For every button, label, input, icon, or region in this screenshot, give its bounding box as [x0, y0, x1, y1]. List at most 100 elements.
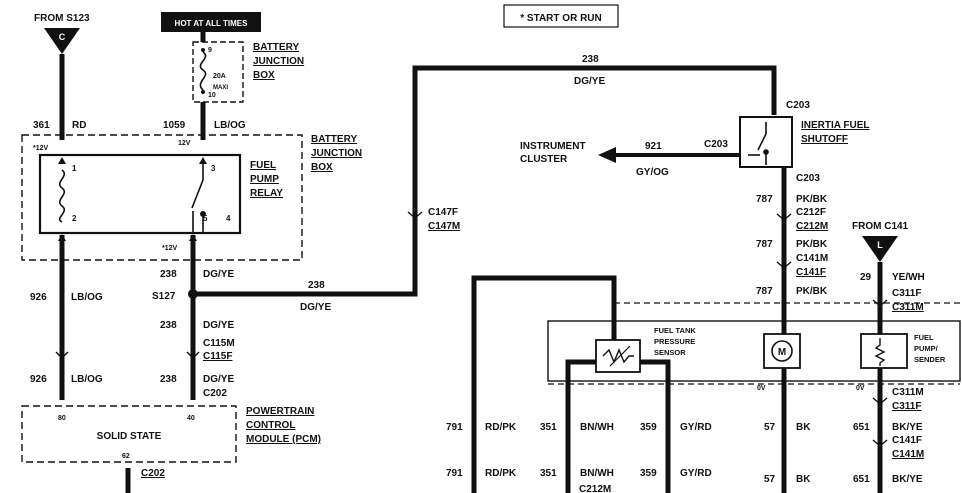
- wire-926-label-1: 926: [30, 292, 47, 303]
- wire-361-label: 361: [33, 120, 50, 131]
- relay-arrow-4: [189, 234, 197, 241]
- connector-c115f: C115F: [203, 351, 232, 362]
- fuse-type: MAXI: [213, 85, 228, 91]
- connector-c202-bottom: C202: [141, 468, 165, 479]
- pcm-pin-40: 40: [187, 415, 195, 422]
- relay-arrow-2: [58, 234, 66, 241]
- wire-238-label-4: 238: [308, 280, 325, 291]
- motor-icon: [771, 340, 793, 362]
- wire-238-label-3: 238: [160, 374, 177, 385]
- fuse-box-name-1: BATTERY: [253, 42, 299, 53]
- relay-pin-5: 5: [203, 214, 208, 223]
- wire-bk-ye-label-1: BK/YE: [892, 422, 923, 433]
- fuse-box-name-3: BOX: [253, 70, 275, 81]
- wire-787-label-2: 787: [756, 239, 773, 250]
- relay-pin-1: 1: [72, 164, 77, 173]
- inertia-switch-icon: [748, 122, 769, 165]
- sender-icon: [874, 338, 886, 366]
- wire-1059-label: 1059: [163, 120, 186, 131]
- connector-l-letter: L: [877, 240, 883, 250]
- wire-29-label: 29: [860, 272, 872, 283]
- wire-359-label-2: 359: [640, 468, 657, 479]
- wire-pk-bk-label-3: PK/BK: [796, 286, 828, 297]
- sensor-name-2: PRESSURE: [654, 337, 695, 346]
- wire-bn-wh-label-2: BN/WH: [580, 468, 614, 479]
- relay-coil-icon: [58, 169, 66, 223]
- wire-791-label-1: 791: [446, 422, 463, 433]
- connector-c-triangle: [44, 28, 80, 54]
- inertia-name-2: SHUTOFF: [801, 134, 848, 145]
- wire-dg-ye-label-1: DG/YE: [203, 269, 234, 280]
- connector-c-letter: C: [59, 32, 66, 42]
- wire-351-label-1: 351: [540, 422, 557, 433]
- inertia-name-1: INERTIA FUEL: [801, 120, 870, 131]
- wire-dg-ye-label-3: DG/YE: [203, 374, 234, 385]
- from-c141-label: FROM C141: [852, 221, 909, 232]
- wire-bn-wh-label-1: BN/WH: [580, 422, 614, 433]
- sender-box: [860, 333, 908, 369]
- cluster-name-2: CLUSTER: [520, 154, 568, 165]
- relay-pin-2: 2: [72, 214, 77, 223]
- junction-box-name-3: BOX: [311, 162, 333, 173]
- wire-bk-label-2: BK: [796, 474, 811, 485]
- relay-name-2: PUMP: [250, 174, 279, 185]
- relay-name-3: RELAY: [250, 188, 283, 199]
- wire-57-label-1: 57: [764, 422, 776, 433]
- wire-651-label-2: 651: [853, 474, 870, 485]
- wire-gy-og-label: GY/OG: [636, 167, 669, 178]
- fuse-box-name-2: JUNCTION: [253, 56, 304, 67]
- fuse-pin-10-dot: [201, 90, 205, 94]
- cluster-arrow-icon: [598, 147, 616, 163]
- fuel-pump-relay-box: [38, 153, 242, 235]
- pcm-box: [21, 405, 237, 463]
- motor-letter: M: [778, 347, 786, 358]
- wire-gy-rd-label-2: GY/RD: [680, 468, 712, 479]
- wire-rd-pk-label-1: RD/PK: [485, 422, 517, 433]
- bottom-wire-labels-row-2: 791 RD/PK 351 BN/WH 359 GY/RD 57 BK 651 …: [446, 468, 923, 485]
- fuse-rating: 20A: [213, 73, 226, 80]
- wire-787-label-1: 787: [756, 194, 773, 205]
- wire-ye-wh-label: YE/WH: [892, 272, 925, 283]
- wire-359-label-1: 359: [640, 422, 657, 433]
- wire-dg-ye-label-2: DG/YE: [203, 320, 234, 331]
- relay-arrow-3: [199, 157, 207, 164]
- wire-651-label-1: 651: [853, 422, 870, 433]
- wire-bk-ye-label-2: BK/YE: [892, 474, 923, 485]
- connector-c311m-top: C311M: [892, 302, 924, 313]
- wire-787-label-3: 787: [756, 286, 773, 297]
- wire-57-label-2: 57: [764, 474, 776, 485]
- connector-c212m-right: C212M: [796, 221, 828, 232]
- wire-gy-rd-label-1: GY/RD: [680, 422, 712, 433]
- pcm-name-1: POWERTRAIN: [246, 406, 314, 417]
- voltage-0v-sender: 0V: [856, 385, 865, 392]
- hot-at-all-times-badge: [161, 12, 261, 32]
- fuse-box-outline: [192, 41, 244, 103]
- splice-s127-dot: [188, 289, 198, 299]
- fuse-pin-9: 9: [208, 47, 212, 54]
- connector-c147m: C147M: [428, 221, 460, 232]
- wire-lb-og-label-2: LB/OG: [71, 374, 103, 385]
- junction-box-name-2: JUNCTION: [311, 148, 362, 159]
- pressure-sensor-icon: [602, 348, 634, 364]
- wire-dg-ye-label-4: DG/YE: [300, 302, 331, 313]
- wire-dg-ye-label-top: DG/YE: [574, 76, 605, 87]
- splice-s127-label: S127: [152, 291, 176, 302]
- hot-at-all-times-label: HOT AT ALL TIMES: [175, 19, 249, 28]
- start-or-run-note-box: [503, 4, 619, 28]
- voltage-12v-mid: 12V: [178, 140, 191, 147]
- start-or-run-note: * START OR RUN: [520, 13, 601, 24]
- junction-box-name-1: BATTERY: [311, 134, 357, 145]
- connector-l-triangle: [862, 236, 898, 262]
- connector-c202: C202: [203, 388, 227, 399]
- fuse-pin-10: 10: [208, 92, 216, 99]
- connector-c147f: C147F: [428, 207, 458, 218]
- pcm-name-2: CONTROL: [246, 420, 295, 431]
- sender-name-2: PUMP/: [914, 344, 939, 353]
- wire-rd-label: RD: [72, 120, 86, 131]
- battery-junction-box-outline: [21, 134, 303, 261]
- connector-c141m-bottom: C141M: [892, 449, 924, 460]
- wire-238-label-2: 238: [160, 320, 177, 331]
- wire-238-label-1: 238: [160, 269, 177, 280]
- wire-238-label-top: 238: [582, 54, 599, 65]
- wiring-harness: [59, 30, 883, 493]
